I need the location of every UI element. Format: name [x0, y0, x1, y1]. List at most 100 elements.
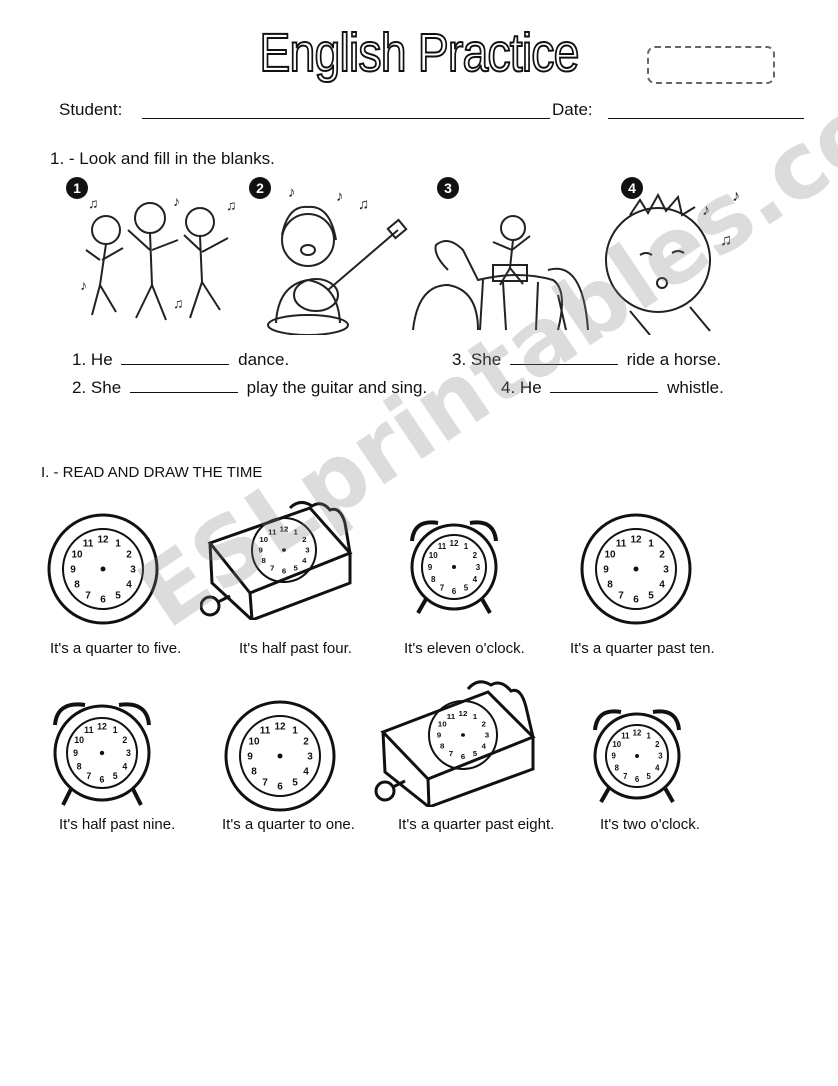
clock-center-dot [277, 753, 283, 759]
clock-numeral: 5 [647, 772, 652, 781]
time-caption-4: It's a quarter past ten. [570, 640, 715, 657]
clock-numeral: 1 [648, 539, 654, 550]
clock-numeral: 9 [258, 546, 262, 555]
clock-numeral: 3 [485, 731, 489, 740]
clock-numeral: 10 [429, 551, 438, 560]
clock-numeral: 11 [438, 542, 447, 551]
girl-horse-illustration [412, 215, 589, 331]
answer-blank[interactable] [509, 364, 618, 365]
clock-numeral: 8 [77, 761, 82, 771]
clock-numeral: 8 [74, 580, 80, 591]
clock-numeral: 1 [647, 731, 652, 740]
sentence-subject: She [90, 378, 122, 397]
sentence-subject: She [470, 350, 502, 369]
clock-numeral: 3 [476, 563, 481, 572]
clock-numeral: 3 [126, 748, 131, 758]
svg-text:♫: ♫ [88, 195, 99, 211]
dancing-people-illustration: ♫♪♫♪♫ [80, 193, 237, 321]
sentence-number: 3. [452, 350, 467, 369]
clock-numeral: 11 [447, 712, 456, 721]
girl-guitar-illustration: ♪♪♫ [267, 185, 408, 335]
clock-numeral: 2 [126, 550, 132, 561]
sentence-subject: He [519, 378, 542, 397]
clock-numeral: 10 [259, 535, 268, 544]
clock-numeral: 7 [618, 591, 624, 602]
svg-text:♪: ♪ [173, 193, 180, 209]
clock-numeral: 7 [623, 772, 627, 781]
sentence-1: 1. He dance. [72, 350, 289, 370]
clock-numeral: 2 [122, 735, 127, 745]
clock-numeral: 4 [126, 580, 132, 591]
student-name-line[interactable] [142, 118, 550, 119]
clock-numeral: 6 [100, 774, 105, 784]
clock-numeral: 1 [464, 542, 469, 551]
clock-center-dot [282, 548, 286, 552]
svg-text:♪: ♪ [336, 188, 344, 205]
clock-numeral: 10 [438, 720, 447, 729]
clock-numeral: 4 [473, 575, 478, 584]
clock-numeral: 2 [303, 737, 309, 748]
time-caption-2: It's half past four. [239, 640, 352, 657]
time-caption-3: It's eleven o'clock. [404, 640, 525, 657]
clock-numeral: 12 [459, 709, 468, 718]
clock-numeral: 2 [659, 550, 665, 561]
clock-numeral: 7 [449, 750, 453, 759]
clock-numeral: 9 [603, 565, 609, 576]
time-caption-1: It's a quarter to five. [50, 640, 182, 657]
clock-numeral: 3 [307, 752, 313, 763]
clock-numeral: 4 [122, 761, 127, 771]
clock-numeral: 6 [277, 782, 283, 793]
picture-number-2: 2 [249, 177, 271, 199]
clock-numeral: 8 [262, 556, 266, 565]
svg-text:♫: ♫ [173, 295, 184, 311]
clock-numeral: 11 [84, 725, 93, 735]
svg-text:♫: ♫ [358, 196, 369, 213]
clock-numeral: 11 [616, 539, 627, 550]
clock-numeral: 5 [294, 564, 298, 573]
clock-numeral: 12 [450, 539, 459, 548]
clock-center-dot [635, 754, 639, 758]
date-line[interactable] [608, 118, 804, 119]
clock-numeral: 12 [274, 722, 286, 733]
clock-numeral: 12 [630, 535, 642, 546]
clock-numeral: 12 [280, 525, 289, 534]
clock-numeral: 7 [270, 564, 274, 573]
clock-numeral: 6 [635, 775, 640, 784]
time-caption-5: It's half past nine. [59, 816, 176, 833]
clock-numeral: 5 [473, 750, 478, 759]
clock-center-dot [452, 565, 456, 569]
answer-blank[interactable] [121, 364, 230, 365]
clock-numeral: 10 [604, 550, 616, 561]
answer-blank[interactable] [129, 392, 238, 393]
clock-numeral: 4 [659, 580, 665, 591]
clock-numeral: 7 [85, 591, 91, 602]
exercise2-heading: I. - READ AND DRAW THE TIME [41, 464, 263, 481]
clock-numeral: 5 [648, 591, 654, 602]
clock-numeral: 2 [482, 720, 486, 729]
clock-numeral: 10 [612, 740, 621, 749]
clock-numeral: 12 [633, 728, 642, 737]
time-caption-6: It's a quarter to one. [222, 816, 355, 833]
clock-numeral: 6 [282, 567, 286, 576]
sentence-ending: play the guitar and sing. [246, 378, 428, 397]
svg-text:♫: ♫ [226, 197, 237, 213]
clock-numeral: 6 [633, 595, 639, 606]
clock-numeral: 2 [473, 551, 478, 560]
date-label: Date: [552, 100, 593, 119]
clock-numeral: 3 [658, 752, 663, 761]
clock-numeral: 8 [607, 580, 613, 591]
clock-numeral: 7 [86, 771, 91, 781]
answer-blank[interactable] [550, 392, 659, 393]
clock-numeral: 5 [113, 771, 118, 781]
clock-numeral: 5 [464, 584, 469, 593]
clock-numeral: 11 [260, 726, 271, 737]
clock-numeral: 2 [655, 740, 660, 749]
